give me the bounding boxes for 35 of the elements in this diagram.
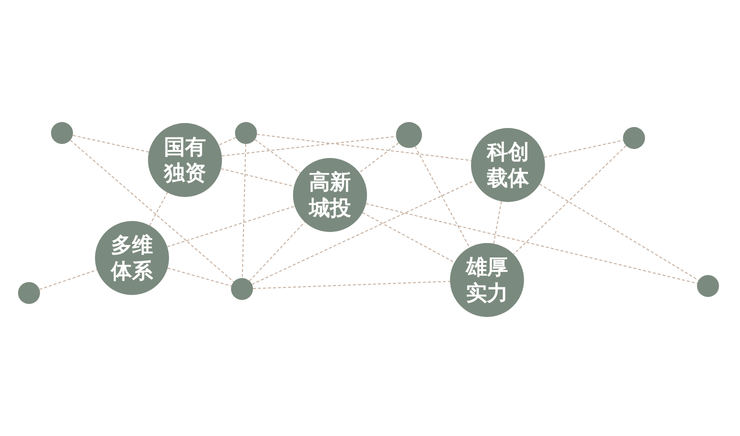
- dashed-connector: [70, 140, 234, 282]
- dashed-connector: [254, 139, 301, 174]
- dashed-connector: [414, 146, 470, 248]
- dashed-connector: [249, 222, 306, 282]
- label-circle: 高新城投: [293, 158, 367, 232]
- dashed-connector: [149, 192, 168, 226]
- dot: [235, 122, 257, 144]
- dot: [396, 122, 422, 148]
- dashed-connector: [544, 140, 624, 158]
- dashed-connector: [252, 280, 451, 290]
- dashed-connector: [365, 203, 698, 284]
- dashed-connector: [493, 200, 502, 244]
- label-circle: 国有独资: [148, 123, 222, 197]
- dashed-connector: [242, 144, 246, 278]
- label-circle: 科创载体: [471, 128, 545, 202]
- dashed-connector: [218, 136, 236, 146]
- dot: [18, 282, 40, 304]
- dashed-connector: [220, 168, 295, 187]
- dashed-connector: [166, 206, 296, 248]
- dot: [623, 127, 645, 149]
- dashed-connector: [251, 180, 475, 285]
- dashed-connector: [221, 136, 397, 156]
- dashed-connector: [513, 145, 627, 255]
- dashed-connector: [256, 134, 472, 162]
- dashed-connector: [72, 134, 150, 153]
- dot: [51, 122, 73, 144]
- dashed-connector: [358, 142, 400, 174]
- dot: [697, 275, 719, 297]
- dashed-connector: [539, 184, 700, 281]
- label-circle: 雄厚实力: [450, 243, 524, 317]
- dashed-connector: [38, 269, 98, 290]
- label-circle: 多维体系: [95, 221, 169, 295]
- dashed-connector: [167, 268, 232, 287]
- dashed-connector: [362, 212, 455, 263]
- dot: [231, 278, 253, 300]
